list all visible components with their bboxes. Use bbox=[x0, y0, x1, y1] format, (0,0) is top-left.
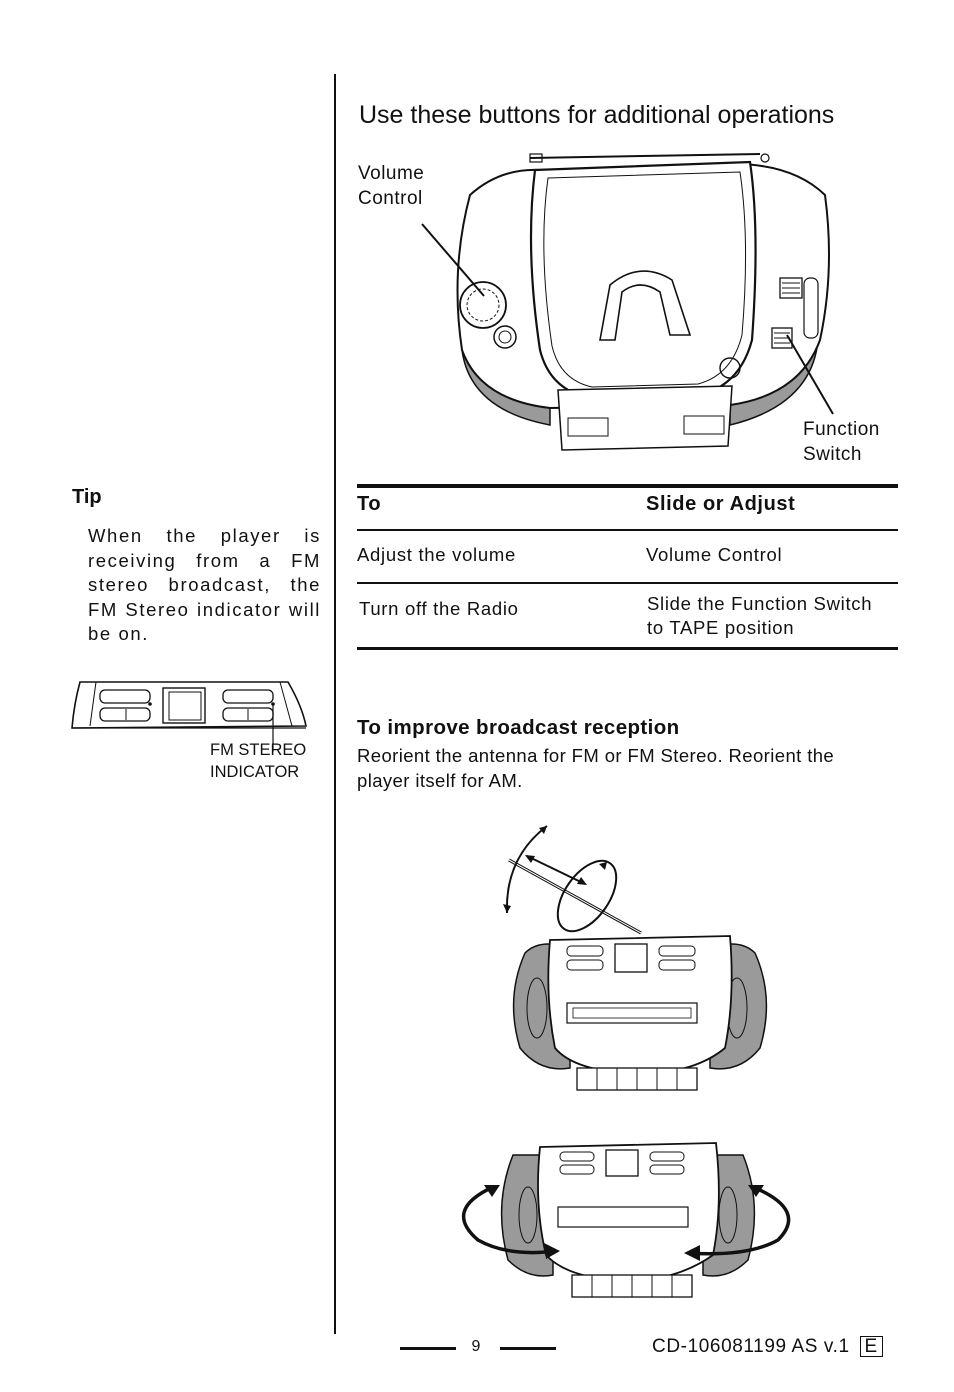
function-switch-callout: Function Switch bbox=[803, 419, 880, 465]
table-row-2-to: Turn off the Radio bbox=[359, 598, 519, 619]
reception-text: Reorient the antenna for FM or FM Stereo… bbox=[357, 745, 835, 791]
language-badge: E bbox=[859, 1336, 883, 1357]
page-number: 9 bbox=[471, 1338, 481, 1355]
fm-stereo-indicator-label: FM STEREO INDICATOR bbox=[210, 741, 307, 781]
volume-control-callout: Volume Control bbox=[358, 163, 425, 209]
page-title: Use these buttons for additional operati… bbox=[359, 101, 835, 129]
boombox-top-view-illustration bbox=[456, 153, 830, 451]
table-bottom-rule bbox=[357, 647, 898, 650]
table-header-slide-or-adjust: Slide or Adjust bbox=[646, 493, 796, 515]
table-header-to: To bbox=[357, 493, 382, 515]
table-row-2-action: Slide the Function Switch to TAPE positi… bbox=[647, 593, 873, 638]
footer-rule-right bbox=[500, 1347, 556, 1350]
antenna-orientation-illustration bbox=[503, 825, 768, 1091]
table-row-divider bbox=[357, 582, 898, 584]
display-panel-illustration bbox=[71, 681, 307, 752]
footer-rule-left bbox=[400, 1347, 456, 1350]
table-row-1-to: Adjust the volume bbox=[357, 544, 516, 565]
callout-leader-lines bbox=[421, 223, 834, 415]
tip-heading: Tip bbox=[72, 486, 102, 508]
document-code: CD-106081199 AS v.1 E bbox=[652, 1336, 883, 1358]
table-row-1-action: Volume Control bbox=[646, 544, 783, 565]
tip-text: When the player is receiving from a FM s… bbox=[88, 525, 321, 644]
reception-heading: To improve broadcast reception bbox=[357, 716, 680, 739]
table-top-rule bbox=[357, 484, 898, 488]
table-header-rule bbox=[357, 529, 898, 531]
player-rotation-illustration bbox=[461, 1142, 791, 1298]
column-divider bbox=[334, 74, 336, 1334]
